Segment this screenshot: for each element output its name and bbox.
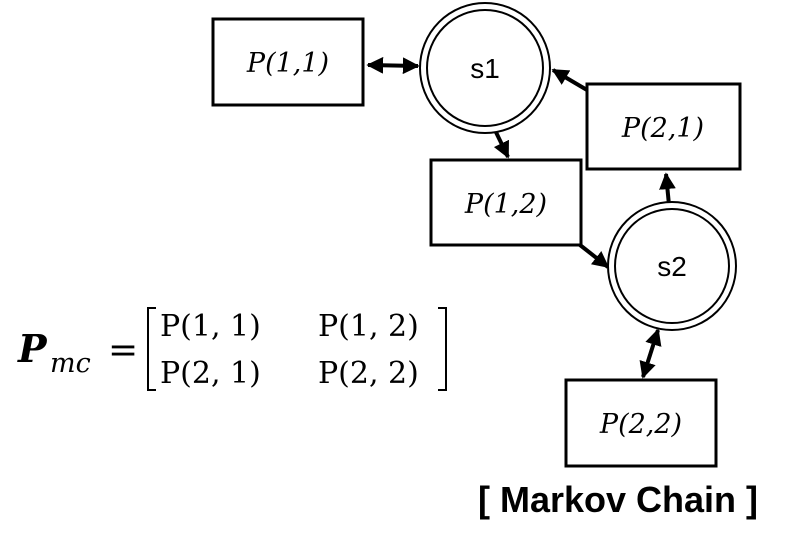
state-s1-label: s1 [470,53,500,84]
matrix-subscript: mc [50,348,91,379]
state-s2-label: s2 [657,251,687,282]
matrix-right-bracket [438,307,447,391]
transition-label-p21: P(2,1) [621,113,704,144]
edge-p11-s1 [366,56,420,75]
transition-label-p22: P(2,2) [599,409,682,440]
transition-box-p22: P(2,2) [564,378,718,468]
state-s1: s1 [419,2,551,134]
transition-matrix: P mc = P(1, 1) P(1, 2) P(2, 1) P(2, 2) [17,307,447,391]
matrix-left-bracket [147,307,156,391]
edge-s2-p21 [659,172,676,206]
transition-box-p12: P(1,2) [429,158,583,247]
transition-label-p12: P(1,2) [464,189,547,220]
edge-p12-s2 [578,243,610,269]
matrix-cell-r1c1: P(1, 1) [160,309,261,344]
matrix-equals: = [108,330,138,371]
state-s2: s2 [607,201,737,331]
matrix-cell-r2c1: P(2, 1) [160,356,261,391]
edge-s2-p22 [639,328,662,379]
diagram-caption: [ Markov Chain ] [478,479,758,520]
matrix-cell-r1c2: P(1, 2) [318,309,419,344]
transition-box-p21: P(2,1) [585,82,742,171]
edge-p21-s1 [551,68,589,92]
transition-box-p11: P(1,1) [211,17,365,107]
transition-label-p11: P(1,1) [246,48,329,79]
matrix-cell-r2c2: P(2, 2) [318,356,419,391]
matrix-symbol: P [17,326,48,371]
